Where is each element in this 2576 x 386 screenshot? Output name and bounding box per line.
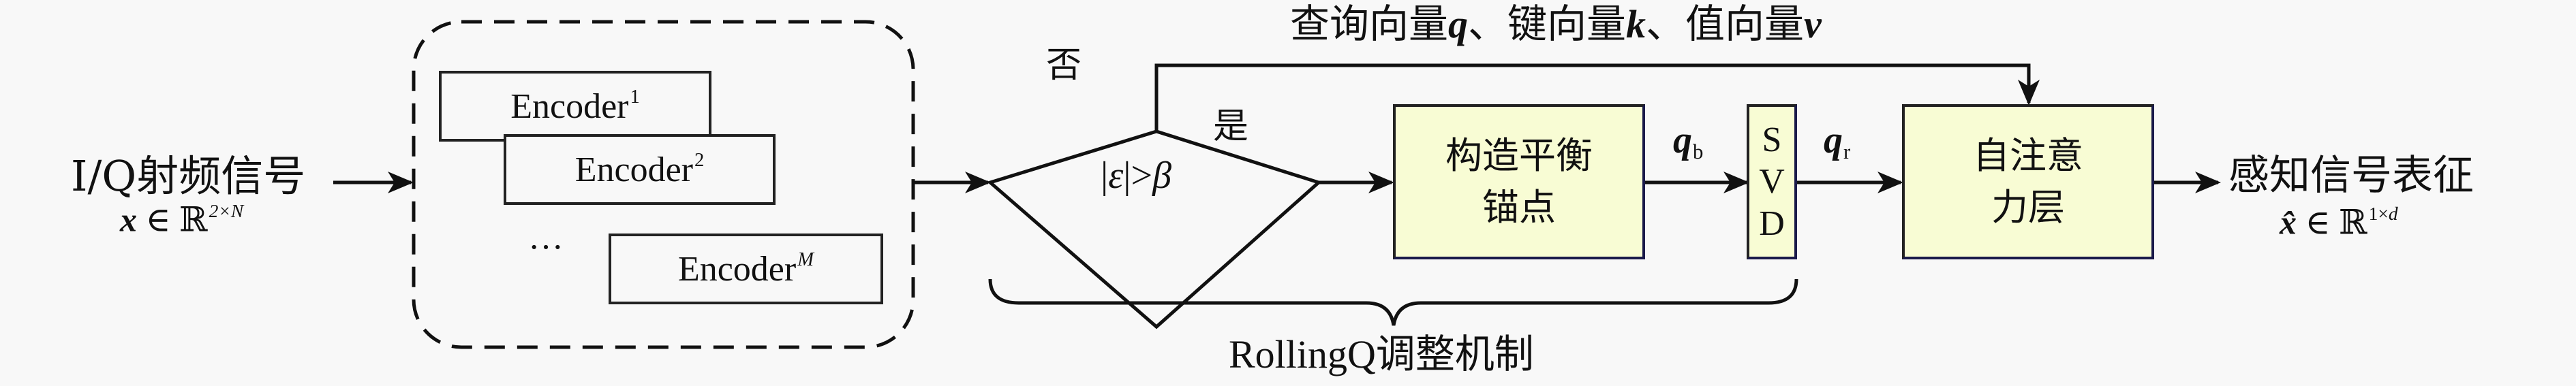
qr-label: qr	[1824, 119, 1851, 164]
encoder-box-2: Encoder2	[504, 134, 776, 205]
rollingq-brace	[988, 278, 1798, 326]
input-label: I/Q射频信号	[71, 151, 306, 201]
encoder-group-dashed-box	[412, 20, 915, 349]
yes-label: 是	[1213, 106, 1249, 147]
svd-letter-s: S	[1762, 120, 1782, 159]
decision-condition: |ε|>β	[1101, 155, 1171, 197]
qb-label: qb	[1673, 119, 1704, 164]
self-attention-box: 自注意 力层	[1902, 104, 2154, 259]
no-label: 否	[1046, 45, 1082, 86]
balance-anchor-box: 构造平衡 锚点	[1393, 104, 1645, 259]
encoder-ellipsis: ···	[528, 228, 564, 267]
encoder-box-1: Encoder1	[439, 71, 711, 142]
encoder-1-label: Encoder1	[510, 86, 640, 126]
rollingq-label: RollingQ调整机制	[1229, 332, 1534, 376]
encoder-box-m: EncoderM	[609, 234, 883, 304]
qkv-label: 查询向量q、键向量k、值向量v	[1290, 1, 1822, 47]
balance-anchor-label: 构造平衡 锚点	[1445, 134, 1593, 229]
encoder-2-label: Encoder2	[574, 150, 705, 189]
svd-box: S V D	[1747, 104, 1797, 259]
no-path-arrow	[1154, 63, 2040, 131]
svd-letter-v: V	[1759, 162, 1785, 202]
encoder-m-label: EncoderM	[677, 249, 814, 289]
output-math: x̂ ∈ ℝ1×d	[2280, 203, 2398, 242]
input-math: x ∈ ℝ2×N	[120, 200, 244, 239]
self-attention-label: 自注意 力层	[1973, 134, 2083, 229]
svd-letter-d: D	[1759, 204, 1785, 243]
output-label: 感知信号表征	[2228, 152, 2474, 199]
